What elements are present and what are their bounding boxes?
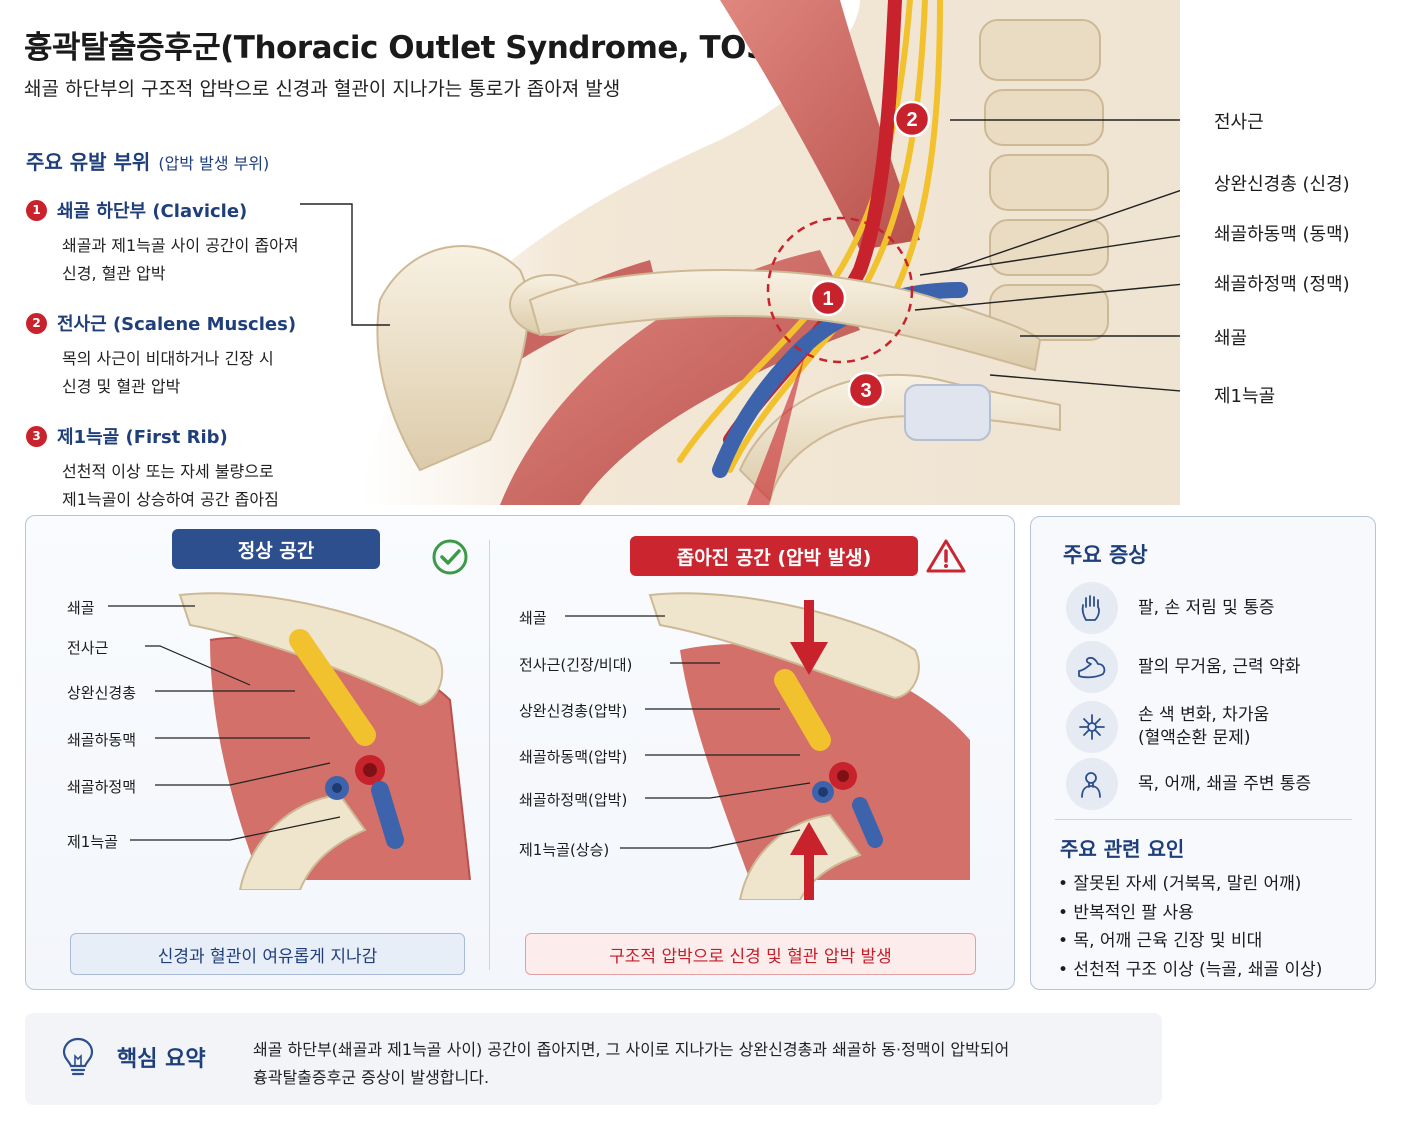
site-desc-line: 신경 및 혈관 압박 xyxy=(62,377,181,396)
hand-icon xyxy=(1066,582,1118,634)
normal-caption: 신경과 혈관이 여유롭게 지나감 xyxy=(70,933,465,975)
narrow-label-first-rib: 제1늑골(상승) xyxy=(519,841,610,859)
label-subclavian-artery: 쇄골하동맥 (동맥) xyxy=(1214,224,1350,245)
label-clavicle: 쇄골 xyxy=(1214,328,1248,349)
sites-heading: 주요 유발 부위(압박 발생 부위) xyxy=(26,150,270,174)
hero-marker-1-label: 1 xyxy=(822,288,833,310)
symptom-item: 손 색 변화, 차가움 (혈액순환 문제) xyxy=(1066,701,1356,753)
normal-cross-section xyxy=(178,592,471,890)
check-icon xyxy=(432,539,468,575)
panel-divider xyxy=(489,540,490,970)
label-brachial-plexus: 상완신경총 (신경) xyxy=(1214,174,1350,195)
circulation-icon xyxy=(1066,701,1118,753)
narrow-caption: 구조적 압박으로 신경 및 혈관 압박 발생 xyxy=(525,933,976,975)
page-subtitle: 쇄골 하단부의 구조적 압박으로 신경과 혈관이 지나가는 통로가 좁아져 발생 xyxy=(24,78,621,100)
site-title: 쇄골 하단부 (Clavicle) xyxy=(57,201,248,222)
symptom-text: 팔, 손 저림 및 통증 xyxy=(1138,597,1275,618)
site-number-badge: 3 xyxy=(26,425,47,447)
factors-list: • 잘못된 자세 (거북목, 말린 어깨) • 반복적인 팔 사용 • 목, 어… xyxy=(1058,870,1322,984)
site-desc-line: 신경, 혈관 압박 xyxy=(62,264,166,283)
symptom-text: 손 색 변화, 차가움 xyxy=(1138,705,1270,725)
lightbulb-icon xyxy=(62,1037,94,1076)
normal-label-clavicle: 쇄골 xyxy=(67,599,95,617)
site-desc-line: 목의 사근이 비대하거나 긴장 시 xyxy=(62,349,274,368)
narrow-leader-lines xyxy=(565,615,811,849)
symptoms-heading: 주요 증상 xyxy=(1063,543,1148,567)
normal-label-first-rib: 제1늑골 xyxy=(67,833,118,851)
narrow-label-brachial-plexus: 상완신경총(압박) xyxy=(519,702,628,720)
symptom-text: 목, 어깨, 쇄골 주변 통증 xyxy=(1138,773,1312,794)
page-title: 흉곽탈출증후군(Thoracic Outlet Syndrome, TOS) xyxy=(24,30,782,66)
narrow-cross-section xyxy=(648,592,970,900)
summary-line: 쇄골 하단부(쇄골과 제1늑골 사이) 공간이 좁아지면, 그 사이로 지나가는… xyxy=(253,1040,1010,1059)
symptom-item: 목, 어깨, 쇄골 주변 통증 xyxy=(1066,758,1356,810)
site-desc-line: 제1늑골이 상승하여 공간 좁아짐 xyxy=(62,490,279,509)
hero-marker-3-label: 3 xyxy=(860,380,871,402)
site-desc-line: 선천적 이상 또는 자세 불량으로 xyxy=(62,462,274,481)
compression-sites: 주요 유발 부위(압박 발생 부위) 1 쇄골 하단부 (Clavicle) 쇄골… xyxy=(26,146,346,514)
hero-marker-2-label: 2 xyxy=(906,109,917,131)
label-first-rib: 제1늑골 xyxy=(1214,386,1276,407)
symptom-text: 팔의 무거움, 근력 약화 xyxy=(1138,656,1301,677)
site-scalene: 2 전사근 (Scalene Muscles) 목의 사근이 비대하거나 긴장 시… xyxy=(26,310,346,401)
site-title: 제1늑골 (First Rib) xyxy=(57,427,228,448)
site-number-badge: 2 xyxy=(26,312,47,334)
summary-text: 쇄골 하단부(쇄골과 제1늑골 사이) 공간이 좁아지면, 그 사이로 지나가는… xyxy=(253,1036,1153,1092)
hero-marker-2 xyxy=(893,100,931,138)
narrow-label-subclavian-vein: 쇄골하정맥(압박) xyxy=(519,791,628,809)
summary-line: 흉곽탈출증후군 증상이 발생합니다. xyxy=(253,1068,490,1087)
arm-muscle-icon xyxy=(1066,641,1118,693)
hero-marker-1 xyxy=(809,279,847,317)
sites-heading-note: (압박 발생 부위) xyxy=(158,154,270,173)
factor-item: • 잘못된 자세 (거북목, 말린 어깨) xyxy=(1058,874,1302,894)
site-desc-line: 쇄골과 제1늑골 사이 공간이 좁아져 xyxy=(62,236,299,255)
normal-label-subclavian-vein: 쇄골하정맥 xyxy=(67,778,137,796)
symptom-item: 팔의 무거움, 근력 약화 xyxy=(1066,641,1356,693)
factor-item: • 선천적 구조 이상 (늑골, 쇄골 이상) xyxy=(1058,959,1323,980)
normal-label-brachial-plexus: 상완신경총 xyxy=(67,684,137,702)
factors-heading: 주요 관련 요인 xyxy=(1060,837,1185,861)
narrow-label-subclavian-artery: 쇄골하동맥(압박) xyxy=(519,748,628,766)
warning-icon xyxy=(926,539,966,573)
symptoms-divider xyxy=(1055,819,1352,820)
site-title: 전사근 (Scalene Muscles) xyxy=(57,314,297,335)
neck-pain-icon xyxy=(1066,758,1118,810)
symptom-item: 팔, 손 저림 및 통증 xyxy=(1066,582,1356,634)
narrow-label-scalene: 전사근(긴장/비대) xyxy=(519,656,633,674)
symptom-text-sub: (혈액순환 문제) xyxy=(1138,728,1251,748)
summary-label: 핵심 요약 xyxy=(117,1047,206,1072)
label-scalene: 전사근 xyxy=(1214,112,1264,133)
narrow-space-title: 좁아진 공간 (압박 발생) xyxy=(630,536,918,576)
normal-label-subclavian-artery: 쇄골하동맥 xyxy=(67,731,137,749)
hero-marker-3 xyxy=(847,371,885,409)
normal-space-title: 정상 공간 xyxy=(172,529,380,569)
factor-item: • 반복적인 팔 사용 xyxy=(1058,902,1194,923)
label-subclavian-vein: 쇄골하정맥 (정맥) xyxy=(1214,274,1350,295)
factor-item: • 목, 어깨 근육 긴장 및 비대 xyxy=(1058,931,1263,951)
site-number-badge: 1 xyxy=(26,199,47,221)
normal-label-scalene: 전사근 xyxy=(67,639,109,657)
summary-box xyxy=(25,1013,1162,1105)
anatomy-illustration: 2 1 3 xyxy=(300,0,1180,505)
narrow-label-clavicle: 쇄골 xyxy=(519,609,547,627)
normal-leader-lines xyxy=(108,605,341,841)
